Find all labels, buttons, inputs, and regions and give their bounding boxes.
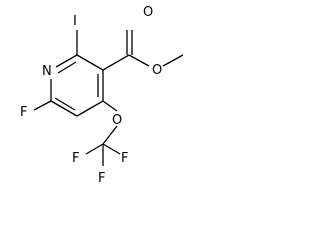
atom-label-o-ester: O — [152, 63, 162, 78]
atom-label-f-cf3-left: F — [72, 151, 79, 166]
bond-c4-oether — [102, 100, 118, 112]
bond-c6-f — [33, 100, 52, 111]
atom-label-o-ether: O — [112, 113, 122, 128]
atom-label-n: N — [42, 64, 52, 79]
bond-c5-c6-inner — [54, 97, 76, 111]
bond-c5-c6 — [50, 100, 78, 117]
atom-label-f-ring: F — [20, 105, 27, 120]
molecule-structure-diagram: N I F O O O F F F — [20, 5, 184, 186]
atom-label-i: I — [73, 14, 77, 29]
bond-c4-c5 — [76, 100, 104, 117]
bond-ccarbonyl-oester — [128, 54, 150, 67]
bond-oether-ccf3 — [102, 125, 118, 145]
bond-ccf3-fleft — [85, 143, 104, 155]
bond-c2-c3 — [76, 54, 104, 71]
bond-n-c2 — [55, 54, 78, 68]
bond-n-c2-inner — [57, 61, 77, 74]
atom-label-o-carbonyl: O — [143, 5, 153, 20]
atom-label-f-cf3-right: F — [121, 151, 128, 166]
bond-oester-methyl — [162, 54, 184, 67]
bond-ccf3-fright — [102, 143, 121, 155]
bond-c3-ccarbonyl — [102, 54, 130, 71]
atom-label-f-cf3-bottom: F — [98, 171, 105, 186]
